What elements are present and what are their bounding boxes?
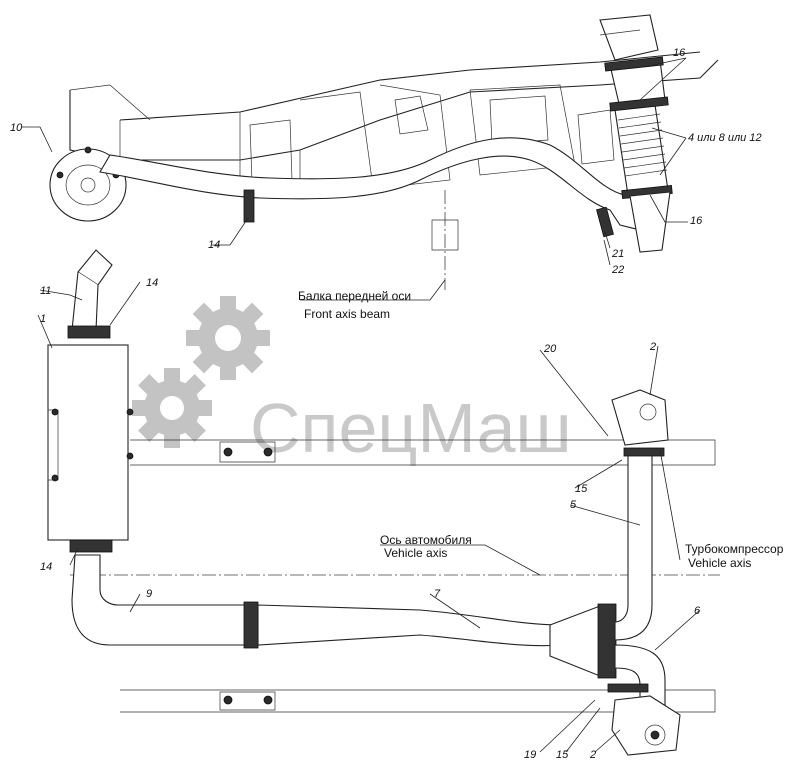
gear-icon [186,296,270,380]
vehicle-axis-caption-en: Vehicle axis [384,546,447,560]
part-label: 9 [146,588,152,600]
part-label: 10 [10,122,23,134]
clamp [69,539,113,553]
part-label: 4 или 8 или 12 [688,132,762,144]
vehicle-axis-caption-ru: Ось автомобиля [380,533,472,547]
clamp [243,601,259,649]
part-label: 19 [524,749,536,761]
clamp [243,189,255,223]
watermark-text: СпецМаш [250,389,572,467]
part-label: 5 [570,499,577,511]
part-label: 15 [575,483,588,495]
part-label: 21 [611,248,624,260]
part-label: 2 [649,341,656,353]
turbo-caption-ru: Турбокомпрессор [685,542,784,556]
front-axis-caption-en: Front axis beam [304,307,390,321]
bellows [617,113,668,177]
part-label: 11 [40,285,51,297]
muffler [47,344,129,541]
part-label: 16 [690,215,703,227]
part-label: 7 [434,588,441,600]
part-label: 20 [543,343,557,355]
part-label: 6 [694,605,701,617]
clamp [623,447,665,457]
part-label: 14 [146,277,158,289]
leaders-plan [37,281,701,753]
side-view [49,14,719,290]
part-label: 1 [40,313,46,325]
part-label: 15 [556,749,569,761]
plan-view [47,249,720,756]
clamp [607,683,649,693]
clamp [597,603,617,679]
front-axis-caption-ru: Балка передней оси [298,289,411,303]
clamp [67,325,111,339]
part-label: 2 [589,749,596,761]
part-label: 22 [611,264,624,276]
turbo-caption-en: Vehicle axis [688,556,751,570]
part-label: 16 [673,47,686,59]
part-label: 14 [40,561,52,573]
watermark-logo: СпецМаш [132,296,572,467]
gear-icon [132,368,212,448]
leaders-side [22,57,688,301]
part-label: 14 [208,239,220,251]
